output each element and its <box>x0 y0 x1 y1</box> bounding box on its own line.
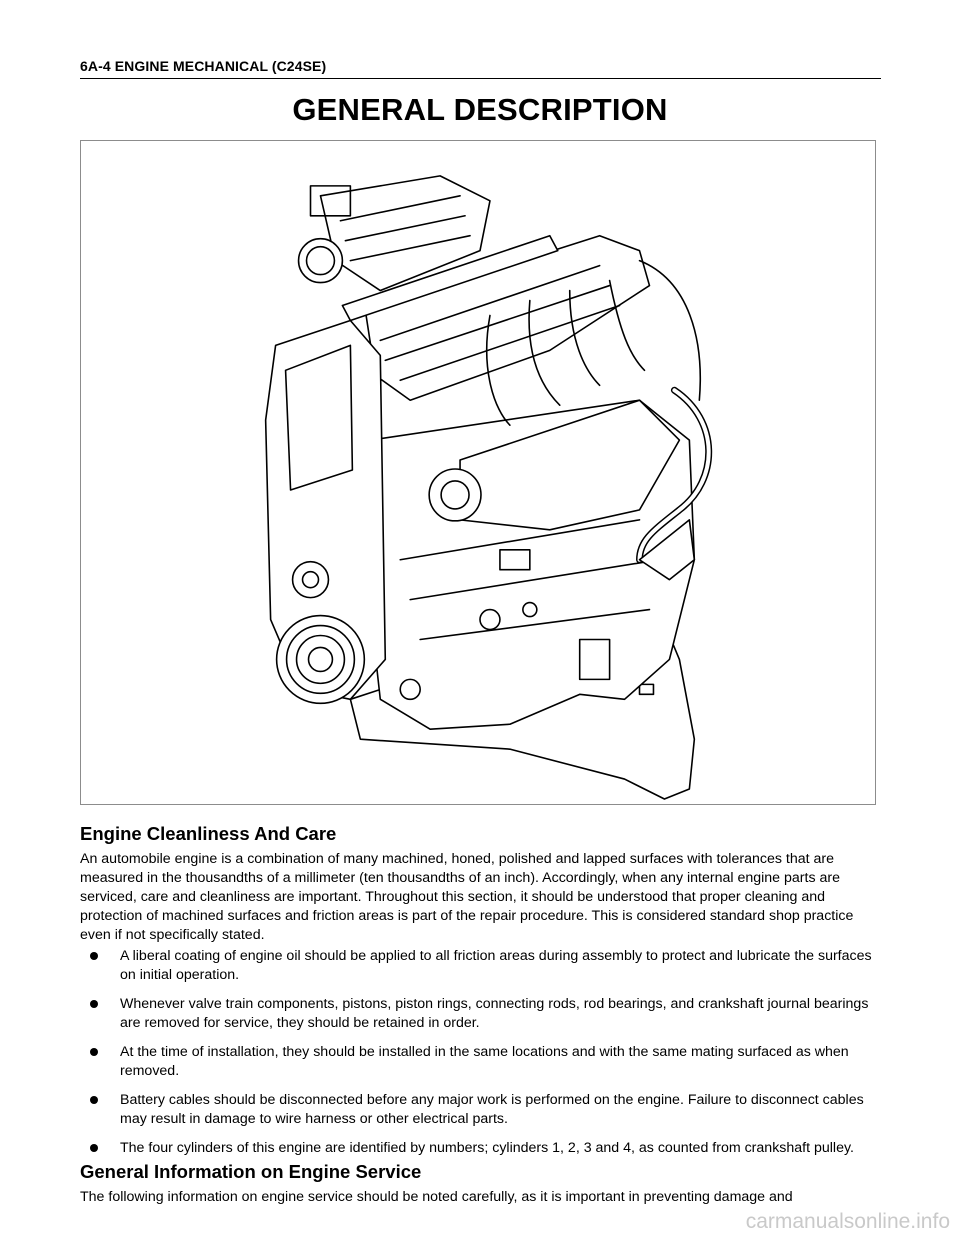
engine-figure <box>80 140 876 805</box>
section-heading-cleanliness: Engine Cleanliness And Care <box>80 823 337 844</box>
page-title: GENERAL DESCRIPTION <box>292 92 668 127</box>
bullet-dot-icon <box>90 1048 98 1056</box>
list-item: The four cylinders of this engine are id… <box>80 1139 885 1158</box>
list-item-text: At the time of installation, they should… <box>120 1044 849 1079</box>
list-item-text: A liberal coating of engine oil should b… <box>120 948 872 983</box>
bullet-dot-icon <box>90 1144 98 1152</box>
section-paragraph-engine-service: The following information on engine serv… <box>80 1189 793 1205</box>
section-heading-engine-service: General Information on Engine Service <box>80 1161 422 1182</box>
bullet-list: A liberal coating of engine oil should b… <box>80 947 885 1158</box>
page-content: Engine Cleanliness And Care An automobil… <box>80 822 885 1207</box>
bullet-dot-icon <box>90 952 98 960</box>
list-item: At the time of installation, they should… <box>80 1043 885 1081</box>
list-item: Battery cables should be disconnected be… <box>80 1091 885 1129</box>
list-item-text: The four cylinders of this engine are id… <box>120 1140 854 1156</box>
bullet-dot-icon <box>90 1096 98 1104</box>
watermark: carmanualsonline.info <box>745 1210 950 1233</box>
page-header-text: 6A-4 ENGINE MECHANICAL (C24SE) <box>80 58 327 74</box>
section-paragraph-cleanliness: An automobile engine is a combination of… <box>80 851 854 943</box>
engine-illustration-icon <box>264 175 713 800</box>
bullet-dot-icon <box>90 1000 98 1008</box>
list-item-text: Battery cables should be disconnected be… <box>120 1092 864 1127</box>
list-item: A liberal coating of engine oil should b… <box>80 947 885 985</box>
page-header: 6A-4 ENGINE MECHANICAL (C24SE) <box>80 58 881 79</box>
list-item-text: Whenever valve train components, pistons… <box>120 996 869 1031</box>
list-item: Whenever valve train components, pistons… <box>80 995 885 1033</box>
